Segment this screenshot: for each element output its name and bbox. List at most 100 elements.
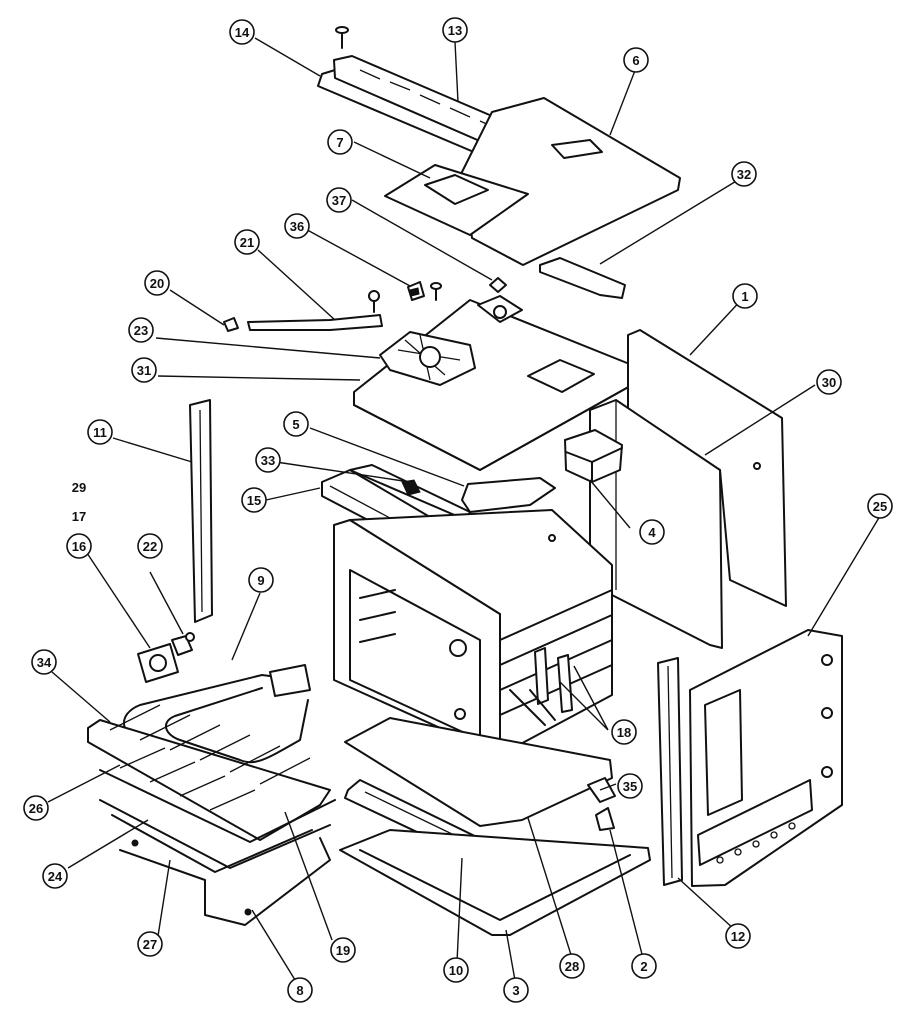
- svg-text:13: 13: [448, 23, 462, 38]
- part-21-arm: [247, 290, 383, 331]
- svg-text:18: 18: [617, 725, 631, 740]
- svg-text:16: 16: [72, 539, 86, 554]
- svg-text:19: 19: [336, 943, 350, 958]
- part-8-bake-element: [119, 837, 331, 926]
- svg-text:25: 25: [873, 499, 887, 514]
- callout-3: 3: [503, 977, 529, 1003]
- callout-20: 20: [144, 270, 170, 296]
- part-25-control-panel-back: [689, 629, 843, 887]
- part-22-sensor: [171, 632, 195, 656]
- callout-17: 17: [72, 509, 86, 524]
- part-19-rack-support: [111, 814, 313, 873]
- svg-text:36: 36: [290, 219, 304, 234]
- callout-2: 2: [631, 953, 657, 979]
- svg-text:26: 26: [29, 801, 43, 816]
- svg-text:29: 29: [72, 480, 86, 495]
- callout-13: 13: [442, 17, 468, 43]
- svg-text:9: 9: [257, 573, 264, 588]
- part-37-clip: [489, 277, 507, 293]
- svg-text:11: 11: [93, 425, 107, 440]
- callout-33: 33: [255, 447, 281, 473]
- leader-lines: [47, 37, 881, 989]
- svg-text:2: 2: [640, 959, 647, 974]
- callout-25: 25: [867, 493, 893, 519]
- svg-text:1: 1: [741, 289, 748, 304]
- callout-37: 37: [326, 187, 352, 213]
- callout-1: 1: [732, 283, 758, 309]
- svg-text:10: 10: [449, 963, 463, 978]
- svg-text:27: 27: [143, 937, 157, 952]
- part-2-hinge-bracket: [595, 807, 615, 831]
- svg-text:12: 12: [731, 929, 745, 944]
- oven-cavity-body: [333, 509, 613, 756]
- callout-26: 26: [23, 795, 49, 821]
- callout-5: 5: [283, 411, 309, 437]
- part-18-element-pins: [509, 647, 573, 726]
- callout-28: 28: [559, 953, 585, 979]
- svg-text:5: 5: [292, 417, 299, 432]
- svg-text:23: 23: [134, 323, 148, 338]
- callout-27: 27: [137, 931, 163, 957]
- svg-text:15: 15: [247, 493, 261, 508]
- callout-22: 22: [137, 533, 163, 559]
- callout-6: 6: [623, 47, 649, 73]
- callout-16: 16: [66, 533, 92, 559]
- svg-text:30: 30: [822, 375, 836, 390]
- part-26-oven-rack: [99, 747, 336, 843]
- callout-14: 14: [229, 19, 255, 45]
- svg-text:8: 8: [296, 983, 303, 998]
- svg-text:22: 22: [143, 539, 157, 554]
- part-4-transformer: [564, 429, 623, 483]
- svg-text:33: 33: [261, 453, 275, 468]
- callout-8: 8: [287, 977, 313, 1003]
- svg-text:24: 24: [48, 869, 63, 884]
- part-32-bracket: [539, 257, 626, 299]
- svg-text:7: 7: [336, 135, 343, 150]
- callout-32: 32: [731, 161, 757, 187]
- part-34-oven-rack: [87, 704, 331, 841]
- svg-text:3: 3: [512, 983, 519, 998]
- callout-7: 7: [327, 129, 353, 155]
- svg-text:4: 4: [648, 525, 656, 540]
- callout-21: 21: [234, 229, 260, 255]
- part-23-motor-assembly: [379, 331, 476, 386]
- part-20-clip: [223, 317, 239, 332]
- callout-35: 35: [617, 773, 643, 799]
- svg-text:6: 6: [632, 53, 639, 68]
- callout-36: 36: [284, 213, 310, 239]
- svg-text:21: 21: [240, 235, 254, 250]
- callout-30: 30: [816, 369, 842, 395]
- part-5-duct: [461, 477, 556, 513]
- svg-text:37: 37: [332, 193, 346, 208]
- part-7-plate: [384, 164, 529, 236]
- part-28-oven-bottom-liner: [344, 717, 613, 827]
- part-6-top-panel: [449, 97, 681, 266]
- callout-12: 12: [725, 923, 751, 949]
- part-12-side-trim: [657, 657, 683, 886]
- svg-text:20: 20: [150, 276, 164, 291]
- callout-10: 10: [443, 957, 469, 983]
- callout-23: 23: [128, 317, 154, 343]
- part-36-switch: [407, 281, 442, 301]
- svg-text:28: 28: [565, 959, 579, 974]
- callout-15: 15: [241, 487, 267, 513]
- svg-text:31: 31: [137, 363, 151, 378]
- callout-29: 29: [72, 480, 86, 495]
- svg-text:34: 34: [37, 655, 52, 670]
- callout-24: 24: [42, 863, 68, 889]
- svg-text:35: 35: [623, 779, 637, 794]
- part-16-thermostat-bracket: [137, 643, 179, 683]
- svg-text:14: 14: [235, 25, 250, 40]
- callout-11: 11: [87, 419, 113, 445]
- svg-text:32: 32: [737, 167, 751, 182]
- part-11-side-strip: [189, 399, 213, 623]
- callout-18: 18: [611, 719, 637, 745]
- callout-9: 9: [248, 567, 274, 593]
- callout-19: 19: [330, 937, 356, 963]
- callout-4: 4: [639, 519, 665, 545]
- svg-text:17: 17: [72, 509, 86, 524]
- callout-31: 31: [131, 357, 157, 383]
- part-3-bottom-pan: [339, 829, 651, 936]
